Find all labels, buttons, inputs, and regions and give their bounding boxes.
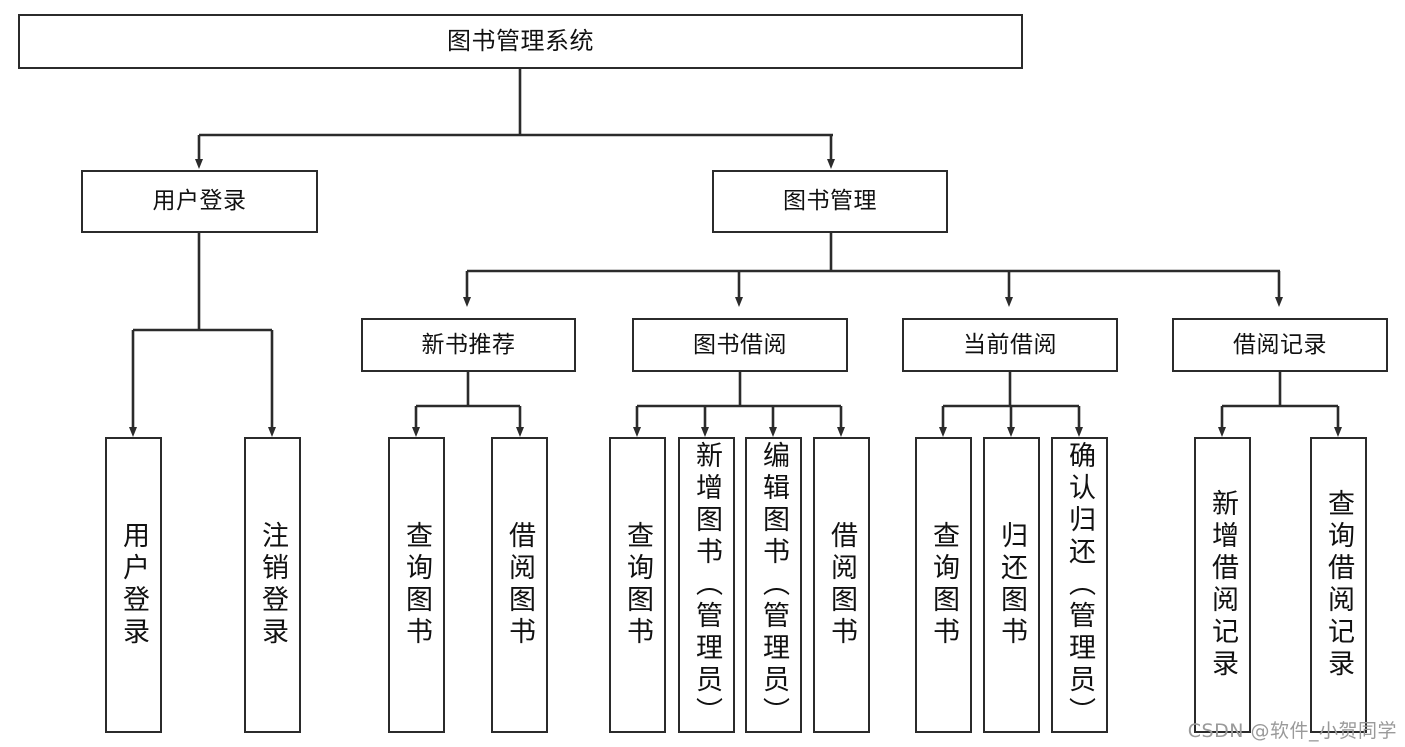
leaf-confirm-return[interactable]: 确认归还（管理员） <box>1051 437 1108 733</box>
node-root[interactable]: 图书管理系统 <box>18 14 1023 69</box>
leaf-query-record-label: 查询借阅记录 <box>1323 489 1354 681</box>
node-book-borrow-label: 图书借阅 <box>693 331 787 358</box>
leaf-add-book-label: 新增图书（管理员） <box>691 441 722 729</box>
leaf-confirm-return-label: 确认归还（管理员） <box>1064 441 1095 729</box>
node-book-management-label: 图书管理 <box>783 188 877 215</box>
leaf-query-book-3[interactable]: 查询图书 <box>915 437 972 733</box>
node-new-book-recommend-label: 新书推荐 <box>421 331 516 358</box>
leaf-borrow-book-1-label: 借阅图书 <box>504 521 535 649</box>
node-root-label: 图书管理系统 <box>447 26 594 55</box>
node-book-borrow[interactable]: 图书借阅 <box>632 318 848 372</box>
leaf-edit-book[interactable]: 编辑图书（管理员） <box>745 437 802 733</box>
leaf-return-book[interactable]: 归还图书 <box>983 437 1040 733</box>
leaf-query-record[interactable]: 查询借阅记录 <box>1310 437 1367 733</box>
node-current-borrow[interactable]: 当前借阅 <box>902 318 1118 372</box>
leaf-edit-book-label: 编辑图书（管理员） <box>758 441 789 729</box>
leaf-query-book-2[interactable]: 查询图书 <box>609 437 666 733</box>
leaf-add-book[interactable]: 新增图书（管理员） <box>678 437 735 733</box>
node-user-login-label: 用户登录 <box>152 188 247 215</box>
node-book-management[interactable]: 图书管理 <box>712 170 948 233</box>
leaf-borrow-book-1[interactable]: 借阅图书 <box>491 437 548 733</box>
leaf-borrow-book-2[interactable]: 借阅图书 <box>813 437 870 733</box>
node-new-book-recommend[interactable]: 新书推荐 <box>361 318 576 372</box>
leaf-user-login-label: 用户登录 <box>118 521 149 649</box>
leaf-query-book-2-label: 查询图书 <box>622 521 653 649</box>
csdn-watermark: CSDN @软件_小贺同学 <box>1187 720 1397 742</box>
leaf-logout-label: 注销登录 <box>257 521 288 649</box>
node-borrow-record-label: 借阅记录 <box>1233 331 1327 358</box>
node-borrow-record[interactable]: 借阅记录 <box>1172 318 1388 372</box>
node-current-borrow-label: 当前借阅 <box>963 331 1057 358</box>
leaf-query-book-1[interactable]: 查询图书 <box>388 437 445 733</box>
leaf-logout[interactable]: 注销登录 <box>244 437 301 733</box>
leaf-user-login[interactable]: 用户登录 <box>105 437 162 733</box>
leaf-query-book-1-label: 查询图书 <box>401 521 432 649</box>
leaf-return-book-label: 归还图书 <box>996 521 1027 649</box>
node-user-login[interactable]: 用户登录 <box>81 170 318 233</box>
leaf-borrow-book-2-label: 借阅图书 <box>826 521 857 649</box>
leaf-add-record[interactable]: 新增借阅记录 <box>1194 437 1251 733</box>
leaf-add-record-label: 新增借阅记录 <box>1207 489 1238 681</box>
leaf-query-book-3-label: 查询图书 <box>928 521 959 649</box>
